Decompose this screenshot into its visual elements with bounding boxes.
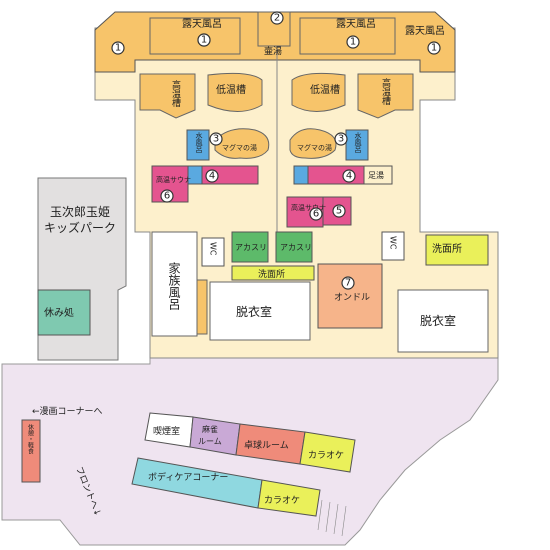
- label-body-care: ボディケアコーナー: [148, 471, 228, 483]
- wc-right: [381, 231, 405, 261]
- label-tsubo-yu: 壷湯: [264, 45, 282, 57]
- wc-left: [201, 237, 225, 267]
- label-mizuburo-right: 水風呂: [354, 131, 362, 154]
- svg-text:1: 1: [201, 35, 207, 46]
- outdoor-bath-left: [149, 17, 241, 55]
- hot-tub-right: [357, 73, 414, 119]
- akasuri-left: [231, 231, 269, 263]
- label-takkyu: 卓球ルーム: [244, 439, 289, 451]
- marker-5: 5: [332, 204, 346, 218]
- label-magma-left: マグマの湯: [222, 143, 257, 152]
- cold-bath-left: [186, 129, 210, 161]
- label-senmen-left: 洗面所: [258, 268, 285, 280]
- marker-1: 1: [197, 33, 211, 47]
- lounge-area: [21, 419, 41, 483]
- label-teion-left: 低温槽: [216, 83, 246, 96]
- svg-text:6: 6: [164, 191, 170, 202]
- marker-1: 1: [346, 35, 360, 49]
- marker-3: 3: [209, 132, 223, 146]
- svg-text:4: 4: [209, 171, 215, 182]
- senmen-right: [425, 234, 489, 266]
- magma-bath-right: [289, 128, 337, 159]
- svg-text:2: 2: [274, 13, 280, 24]
- marker-1: 1: [427, 41, 441, 55]
- label-magma-right: マグマの湯: [297, 143, 332, 152]
- svg-text:3: 3: [338, 134, 344, 145]
- label-sauna-left: 高温サウナ: [156, 175, 191, 184]
- svg-text:3: 3: [213, 134, 219, 145]
- marker-1: 1: [111, 41, 125, 55]
- label-kazoku: 家族風呂: [167, 261, 181, 310]
- low-temp-tub-left: [207, 72, 263, 112]
- marker-layer: 11111233445667: [111, 11, 441, 290]
- label-sauna-right: 高温サウナ: [291, 203, 326, 212]
- label-ondoru: オンドル: [334, 292, 370, 303]
- label-kids-park: 玉次郎玉姫 キッズパーク: [44, 205, 116, 235]
- magma-bath-left: [214, 128, 270, 159]
- label-ashiyu: 足湯: [368, 170, 384, 180]
- label-mizuburo-left: 水風呂: [195, 131, 203, 154]
- svg-text:1: 1: [431, 43, 437, 54]
- marker-6: 6: [309, 207, 323, 221]
- stairs: [317, 499, 347, 537]
- senmen-left: [231, 265, 315, 281]
- svg-text:5: 5: [336, 206, 342, 217]
- label-mahjong: 麻雀ルーム: [198, 424, 222, 446]
- karaoke-room-2: [257, 479, 321, 517]
- akasuri-right: [275, 231, 313, 263]
- marker-3: 3: [334, 132, 348, 146]
- label-wc-left: WC: [209, 242, 218, 256]
- marker-7: 7: [341, 276, 355, 290]
- tsubo-yu-area: [257, 11, 291, 47]
- label-kyukei: 休み処: [44, 306, 74, 319]
- label-rotenburo-right-2: 露天風呂: [405, 25, 445, 37]
- hot-tub-left: [139, 73, 196, 119]
- svg-text:4: 4: [346, 171, 352, 182]
- low-temp-tub-right: [291, 72, 346, 112]
- label-koon-right: 高温槽: [380, 77, 391, 106]
- svg-text:7: 7: [345, 278, 351, 289]
- marker-6: 6: [160, 189, 174, 203]
- label-datsui-left: 脱衣室: [236, 304, 272, 319]
- label-rotenburo-right-1: 露天風呂: [336, 18, 376, 30]
- outdoor-bath-right: [299, 17, 396, 55]
- label-akasuri-right: アカスリ: [280, 243, 312, 252]
- family-bath-lockers: [196, 279, 208, 335]
- rest-area-box: [37, 289, 91, 336]
- label-kitsuen: 喫煙室: [153, 425, 180, 437]
- label-lounge: 休憩・軽食: [27, 423, 34, 455]
- label-manga-corner: ←漫画コーナーへ: [32, 405, 103, 417]
- marker-4: 4: [205, 169, 219, 183]
- karaoke-room-1: [299, 431, 356, 473]
- svg-text:1: 1: [350, 37, 356, 48]
- label-datsui-right: 脱衣室: [420, 313, 456, 328]
- blue-strip-left: [187, 165, 203, 185]
- family-bath: [151, 231, 198, 337]
- label-rotenburo-center: 露天風呂: [182, 18, 222, 30]
- label-akasuri-left: アカスリ: [235, 243, 267, 252]
- svg-text:1: 1: [115, 43, 121, 54]
- blue-strip-right: [293, 165, 309, 185]
- locker-room-right: [397, 289, 489, 353]
- ondol-room: [317, 263, 383, 329]
- svg-text:6: 6: [313, 209, 319, 220]
- label-koon-left: 高温槽: [170, 79, 181, 108]
- label-teion-right: 低温槽: [310, 83, 340, 96]
- label-karaoke-2: カラオケ: [264, 495, 300, 506]
- label-wc-right: WC: [389, 236, 398, 250]
- cold-bath-right: [345, 129, 369, 161]
- marker-2: 2: [270, 11, 284, 25]
- label-senmen-right: 洗面所: [432, 243, 462, 255]
- locker-room-left: [209, 281, 311, 341]
- marker-4: 4: [342, 169, 356, 183]
- foot-bath: [363, 165, 393, 185]
- label-karaoke-1: カラオケ: [308, 450, 344, 461]
